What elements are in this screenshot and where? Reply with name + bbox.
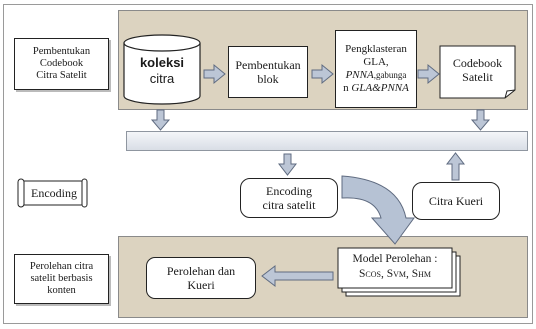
klaster-gla-pnna: GLA&PNNA	[351, 82, 409, 94]
arrow-curve-encoding-model	[341, 175, 415, 245]
model-cos: COS	[365, 270, 381, 279]
klaster-n: n	[343, 82, 352, 94]
codebook-document-shape	[439, 45, 516, 99]
klaster-pnna: PNNA	[345, 69, 374, 81]
klaster-line1: Pengklasteran	[345, 43, 407, 55]
top-label-line3: Citra Satelit	[36, 70, 87, 81]
koleksi-line1: koleksi	[139, 55, 185, 70]
perolehan-line1: Perolehan dan	[166, 264, 236, 278]
encoding-citra-box: Encoding citra satelit	[240, 178, 338, 218]
blok-line2: blok	[257, 72, 279, 86]
model-s3: S	[411, 268, 419, 280]
model-perolehan-label: Model Perolehan : SCOS, SVM, SHM	[338, 252, 452, 282]
scroll-icon	[17, 178, 88, 208]
perolehan-line2: Kueri	[187, 278, 215, 292]
arrow-left-result	[261, 264, 334, 288]
bottom-label-line2: satelit berbasis	[30, 273, 93, 284]
klaster-line2: GLA,	[363, 56, 389, 68]
arrow-right-2	[311, 63, 334, 85]
perolehan-kueri-box: Perolehan dan Kueri	[146, 257, 256, 299]
model-sep2: ,	[405, 268, 412, 280]
codebook-line2: Satelit	[462, 70, 493, 84]
klaster-gabunga: ,gabunga	[373, 70, 407, 80]
outer-frame	[3, 4, 533, 324]
codebook-line1: Codebook	[452, 56, 503, 70]
model-hm: HM	[418, 270, 432, 279]
model-s1: S	[358, 268, 366, 280]
bottom-label-line3: konten	[47, 285, 76, 296]
document-stack-icon	[337, 247, 461, 297]
pengklasteran-box: Pengklasteran GLA, PNNA,gabunga n GLA&PN…	[335, 30, 417, 108]
citra-kueri-box: Citra Kueri	[412, 182, 500, 220]
model-line2: SCOS, SVM, SHM	[338, 267, 452, 282]
arrow-down-encoding	[277, 153, 298, 176]
encoding-box-line1: Encoding	[266, 184, 312, 198]
pembentukan-codebook-label: Pembentukan Codebook Citra Satelit	[14, 38, 109, 90]
top-label-line2: Codebook	[39, 58, 84, 69]
klaster-line3: PNNA,gabunga	[346, 69, 407, 82]
bottom-label-line1: Perolehan citra	[29, 261, 94, 272]
arrow-down-left	[150, 109, 171, 131]
pembentukan-blok-box: Pembentukan blok	[228, 46, 308, 98]
model-line1: Model Perolehan :	[352, 253, 438, 265]
arrow-up-kueri	[445, 152, 466, 181]
koleksi-citra-label: koleksi citra	[124, 55, 200, 87]
encoding-box-line2: citra satelit	[262, 198, 316, 212]
database-icon	[123, 34, 201, 105]
model-s2: S	[386, 268, 394, 280]
encoding-bar	[126, 131, 528, 151]
model-vm: VM	[393, 270, 406, 279]
encoding-scroll-label: Encoding	[31, 186, 77, 200]
blok-line1: Pembentukan	[235, 58, 301, 72]
klaster-line4: n GLA&PNNA	[343, 82, 409, 95]
arrow-right-3	[417, 63, 440, 85]
arrow-down-right	[470, 109, 491, 131]
top-label-line1: Pembentukan	[32, 46, 91, 57]
arrow-right-1	[203, 63, 226, 85]
codebook-satelit-label: Codebook Satelit	[440, 56, 515, 84]
perolehan-citra-label: Perolehan citra satelit berbasis konten	[14, 254, 109, 304]
koleksi-line2: citra	[149, 71, 175, 86]
model-sep1: ,	[380, 268, 387, 280]
